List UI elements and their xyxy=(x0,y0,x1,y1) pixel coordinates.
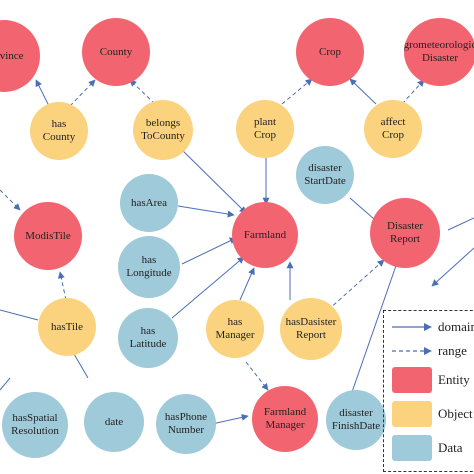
node-plantcrop-label-2: Crop xyxy=(254,129,276,141)
legend-range-arrow xyxy=(392,347,432,355)
node-has-spatial-resolution: hasSpatial Resolution xyxy=(2,392,68,458)
legend-data: Data xyxy=(392,435,463,461)
node-affectcrop-label-1: affect xyxy=(380,116,406,128)
node-farmland-label: Farmland xyxy=(243,228,287,241)
edge-bottomleft xyxy=(0,377,11,391)
node-plant-crop: plant Crop xyxy=(236,100,294,158)
node-hastile-label: hasTile xyxy=(51,320,83,333)
node-agrometeorological-disaster: Agrometeorological Disaster xyxy=(404,18,474,86)
edge-belongstocounty-county xyxy=(129,79,156,105)
node-modistile: ModisTile xyxy=(14,202,82,270)
node-startdate-label-1: disaster xyxy=(308,162,342,174)
legend-range-label: range xyxy=(438,343,467,358)
node-hasarea-label: hasArea xyxy=(130,196,168,209)
node-has-manager: has Manager xyxy=(206,300,264,358)
edge-plantcrop-crop xyxy=(281,78,313,105)
edge-phone-manager xyxy=(211,413,249,425)
node-has-phone-number: hasPhone Number xyxy=(156,394,216,454)
edge-hastile-modistile xyxy=(57,271,67,301)
legend: domain range Entity Object Data xyxy=(383,310,474,472)
node-phone-label-1: hasPhone xyxy=(164,411,208,423)
node-has-longitude: has Longitude xyxy=(118,236,180,298)
node-spatial-label-1: hasSpatial xyxy=(12,412,58,424)
node-hasreport-label-1: hasDasister xyxy=(285,316,337,328)
edge-hastile-left xyxy=(0,309,39,321)
edge-hasmanager-farmland xyxy=(239,267,255,301)
node-affect-crop: affect Crop xyxy=(364,100,422,158)
legend-data-label: Data xyxy=(438,440,463,455)
node-hasmanager-label-1: has xyxy=(227,316,243,328)
node-has-latitude: has Latitude xyxy=(118,308,178,368)
node-crop: Crop xyxy=(296,18,364,86)
legend-object: Object xyxy=(392,401,473,427)
legend-domain-arrow xyxy=(392,323,432,331)
node-province-label: Province xyxy=(0,49,24,62)
node-startdate-label-2: StartDate xyxy=(304,175,346,187)
edge-haslongitude-farmland xyxy=(181,237,237,265)
node-date-label: date xyxy=(104,415,124,428)
edge-report-right xyxy=(431,247,474,287)
node-has-disaster-report: hasDasister Report xyxy=(280,298,342,360)
node-report-label-2: Report xyxy=(390,233,420,245)
edge-haslatitude-farmland xyxy=(171,256,245,319)
node-finishdate-label-2: FinishDate xyxy=(331,420,381,432)
node-plantcrop-label-1: plant xyxy=(254,116,276,128)
node-date: date xyxy=(84,392,144,452)
legend-range: range xyxy=(392,343,467,359)
node-manager-label-2: Manager xyxy=(265,419,305,431)
edge-affectcrop-agrodisaster xyxy=(401,79,425,105)
edge-belongstocounty-farmland xyxy=(177,145,247,214)
edge-right-report xyxy=(447,217,474,231)
node-belongs-label-2: ToCounty xyxy=(141,130,185,142)
legend-object-label: Object xyxy=(438,406,473,421)
node-longitude-label-1: has xyxy=(141,254,157,266)
node-agro-label-2: Disaster xyxy=(421,52,459,64)
node-has-tile: hasTile xyxy=(38,298,96,356)
legend-domain-label: domain xyxy=(438,319,474,334)
node-farmland-manager: Farmland Manager xyxy=(252,386,318,452)
node-disaster-start-date: disaster StartDate xyxy=(296,146,354,204)
edge-hasdisasterreport-report xyxy=(327,259,385,311)
edge-hasarea-farmland xyxy=(177,205,235,218)
node-has-area: hasArea xyxy=(120,174,178,232)
node-disaster-report: Disaster Report xyxy=(370,198,440,268)
node-modistile-label: ModisTile xyxy=(25,229,71,242)
node-belongs-to-county: belongs ToCounty xyxy=(133,100,193,160)
edge-topleft-modistile xyxy=(0,189,21,211)
node-hasreport-label-2: Report xyxy=(296,329,326,341)
node-finishdate-label-1: disaster xyxy=(339,407,373,419)
node-crop-label: Crop xyxy=(319,45,341,58)
node-latitude-label-2: Latitude xyxy=(129,338,167,350)
node-report-label-1: Disaster xyxy=(386,220,424,232)
legend-data-swatch xyxy=(392,435,432,461)
node-county: County xyxy=(82,18,150,86)
node-hascounty-label-2: County xyxy=(42,131,76,143)
edge-finishdate-report xyxy=(351,259,400,393)
edge-affectcrop-crop xyxy=(349,78,377,105)
node-phone-label-2: Number xyxy=(167,424,205,436)
node-manager-label-1: Farmland xyxy=(263,406,307,418)
legend-entity-label: Entity xyxy=(438,372,470,387)
node-longitude-label-2: Longitude xyxy=(126,267,172,279)
legend-entity: Entity xyxy=(392,367,470,393)
node-hasmanager-label-2: Manager xyxy=(215,329,255,341)
legend-object-swatch xyxy=(392,401,432,427)
node-agro-label-1: Agrometeorological xyxy=(404,39,474,51)
node-farmland: Farmland xyxy=(232,202,298,268)
node-has-county: has County xyxy=(30,102,88,160)
node-spatial-label-2: Resolution xyxy=(11,425,59,437)
legend-entity-swatch xyxy=(392,367,432,393)
node-belongs-label-1: belongs xyxy=(145,117,181,129)
node-affectcrop-label-2: Crop xyxy=(382,129,404,141)
node-county-label: County xyxy=(99,45,133,58)
edge-hascounty-county xyxy=(69,79,96,107)
node-disaster-finish-date: disaster FinishDate xyxy=(326,390,386,450)
legend-domain: domain xyxy=(392,319,474,335)
node-hascounty-label-1: has xyxy=(51,118,67,130)
edge-hasmanager-manager xyxy=(245,361,269,391)
node-latitude-label-1: has xyxy=(140,325,156,337)
